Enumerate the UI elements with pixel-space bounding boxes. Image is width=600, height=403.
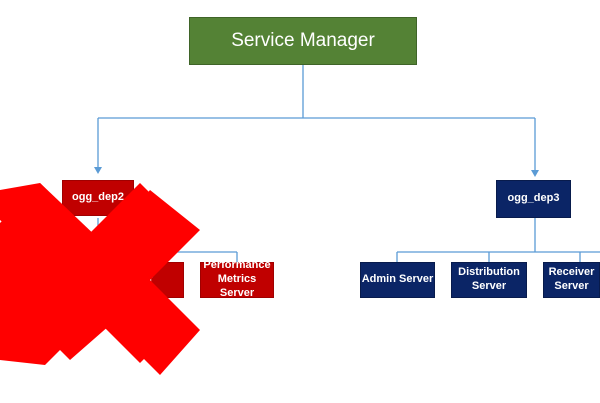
admin-server-node: Admin Server bbox=[360, 262, 435, 298]
arrowhead-ogg-dep3 bbox=[531, 170, 539, 177]
dep2-child-node-2: er bbox=[112, 262, 184, 298]
arrowhead-ogg-dep2 bbox=[94, 167, 102, 174]
dep2-child-node-1: Di Se bbox=[16, 262, 88, 298]
ogg-dep3-node: ogg_dep3 bbox=[496, 180, 571, 218]
ogg-dep2-node: ogg_dep2 bbox=[62, 180, 134, 216]
dep2-child-node-0 bbox=[0, 262, 16, 298]
service-manager-node: Service Manager bbox=[189, 17, 417, 65]
distribution-server-node: Distribution Server bbox=[451, 262, 527, 298]
performance-metrics-server-node: Performance Metrics Server bbox=[200, 259, 274, 299]
receiver-server-node: Receiver Server bbox=[543, 262, 600, 298]
